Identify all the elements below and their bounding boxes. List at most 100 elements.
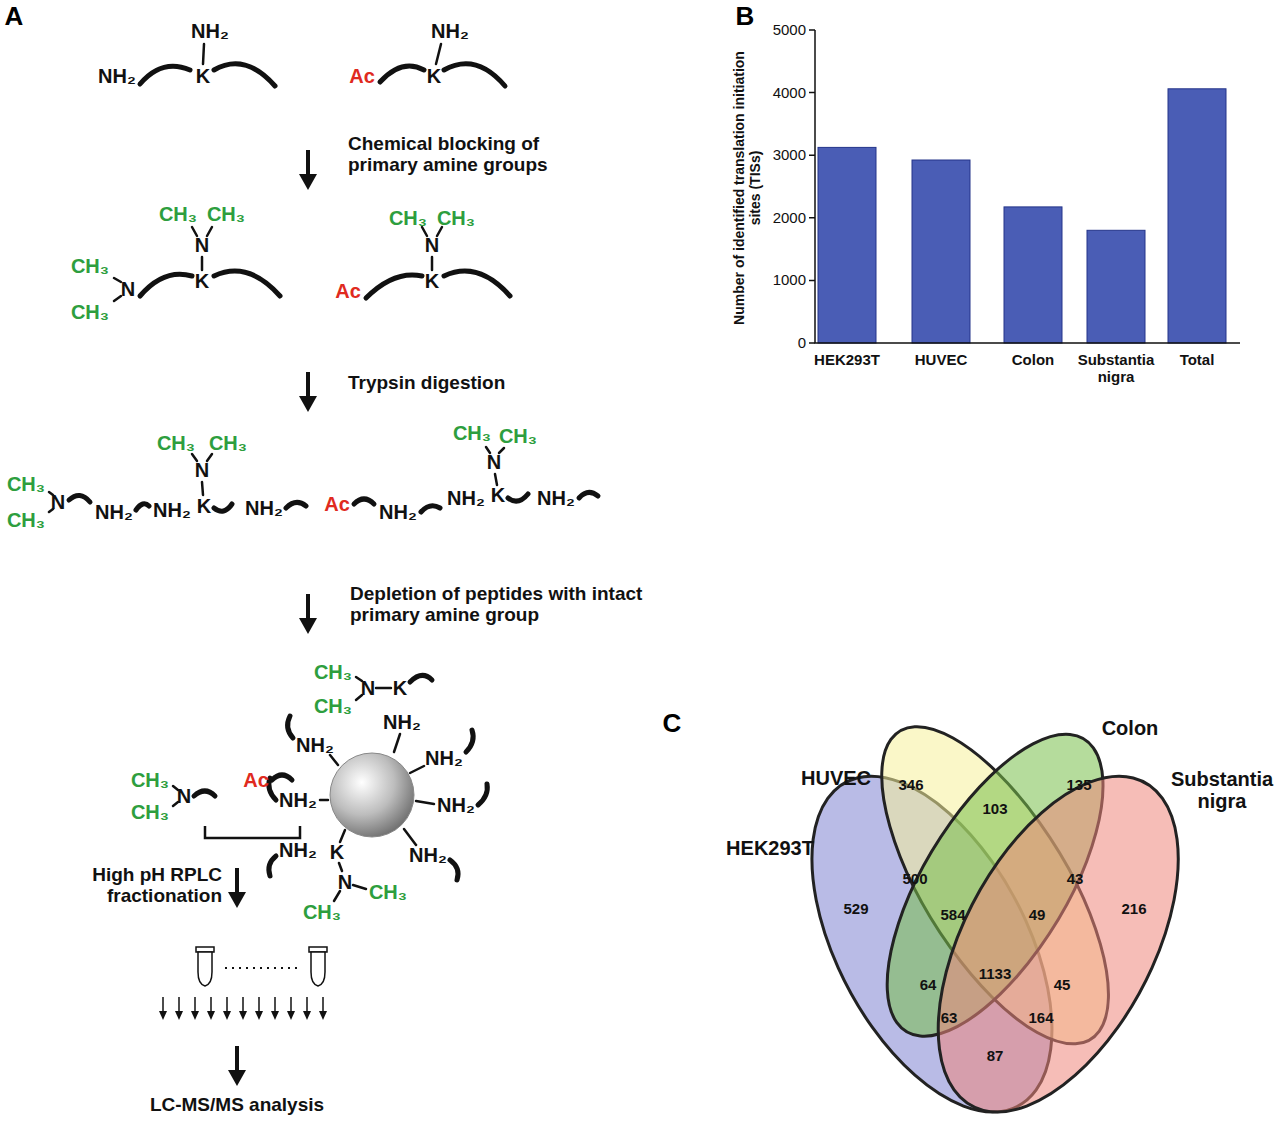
- fraction-arrow: [194, 997, 196, 1012]
- venn-count: 164: [1028, 1010, 1053, 1027]
- methyl-label: CH₃: [314, 661, 352, 683]
- fraction-arrow: [319, 1011, 327, 1020]
- tick-label: 1000: [773, 272, 806, 289]
- fraction-arrow: [287, 1011, 295, 1020]
- venn-count: 346: [898, 777, 923, 794]
- set-name: Substantia nigra: [1167, 768, 1277, 813]
- atom-label: N: [195, 234, 209, 256]
- atom-label: K: [195, 270, 209, 292]
- atom-label: NH₂: [537, 487, 575, 509]
- peptide-strand: [354, 499, 374, 504]
- methyl-label: CH₃: [303, 901, 341, 923]
- atom-label: NH₂: [379, 501, 417, 523]
- chart-axis: [815, 30, 1240, 343]
- methyl-label: CH₃: [209, 432, 247, 454]
- process-arrow: [228, 150, 317, 1086]
- tick-label: 5000: [773, 22, 806, 39]
- peptide-strand: [508, 494, 528, 501]
- venn-count: 584: [940, 907, 965, 924]
- fraction-arrow: [207, 1011, 215, 1020]
- methyl-label: CH₃: [71, 255, 109, 277]
- peptide-strand: [366, 275, 422, 298]
- fraction-arrow: [175, 1011, 183, 1020]
- venn-count: 103: [982, 801, 1007, 818]
- step-label: LC-MS/MS analysis: [150, 1094, 324, 1115]
- atom-label: NH₂: [191, 20, 229, 42]
- methyl-label: CH₃: [7, 509, 45, 531]
- fraction-tube: [196, 947, 327, 986]
- chemical-bond: [202, 482, 203, 495]
- atom-label: K: [427, 65, 441, 87]
- fraction-arrow: [242, 997, 244, 1012]
- fraction-arrow: [258, 997, 260, 1012]
- atom-label: N: [338, 871, 352, 893]
- resin-bead: [330, 753, 414, 837]
- fraction-arrow: [223, 1011, 231, 1020]
- peptide-strand: [140, 66, 190, 84]
- peptide-strand: [444, 64, 505, 86]
- fraction-tube: [311, 952, 325, 986]
- venn-count: 529: [843, 901, 868, 918]
- fraction-arrow: [306, 997, 308, 1012]
- atom-label: NH₂: [153, 499, 191, 521]
- fraction-tube: [309, 947, 327, 986]
- fraction-arrow: [255, 1011, 263, 1020]
- chemical-bond: [201, 257, 204, 270]
- fraction-arrow: [159, 997, 327, 1020]
- methyl-label: CH₃: [499, 425, 537, 447]
- category-label: HUVEC: [915, 352, 968, 369]
- venn-count: 64: [920, 977, 937, 994]
- peptide-strand: [380, 66, 424, 82]
- atom-label: NH₂: [279, 839, 317, 861]
- methyl-label: CH₃: [7, 473, 45, 495]
- methyl-label: CH₃: [157, 432, 195, 454]
- atom-label: K: [491, 484, 505, 506]
- fraction-arrow: [210, 997, 212, 1012]
- peptide-strand: [450, 860, 458, 880]
- atom-label: NH₂: [98, 65, 136, 87]
- chemical-bond: [320, 799, 328, 802]
- acetyl-label: Ac: [324, 493, 350, 515]
- atom-label: NH₂: [409, 844, 447, 866]
- venn-count: 216: [1121, 901, 1146, 918]
- axis-title: Number of identified translation initiat…: [732, 38, 763, 338]
- peptide-strand: [444, 271, 510, 296]
- process-arrow: [306, 594, 310, 620]
- methyl-label: CH₃: [437, 207, 475, 229]
- venn-count: 45: [1054, 977, 1071, 994]
- atom-label: NH₂: [425, 747, 463, 769]
- fraction-arrow: [290, 997, 292, 1012]
- atom-label: K: [330, 841, 344, 863]
- methyl-label: CH₃: [314, 695, 352, 717]
- step-label: Depletion of peptides with intact primar…: [350, 583, 650, 626]
- category-label: Colon: [1012, 352, 1055, 369]
- atom-label: K: [197, 495, 211, 517]
- atom-label: NH₂: [245, 497, 283, 519]
- tick-label: 3000: [773, 147, 806, 164]
- chemical-bond: [404, 829, 416, 845]
- panel-letter: C: [663, 709, 682, 738]
- tick-label: 0: [798, 335, 806, 352]
- methyl-label: CH₃: [453, 422, 491, 444]
- process-arrow: [235, 868, 239, 894]
- peptide-strand: [478, 784, 487, 805]
- fraction-arrow: [162, 997, 164, 1012]
- chemical-bond: [394, 734, 400, 752]
- fraction-arrow: [271, 1011, 279, 1020]
- bar: [1087, 230, 1145, 343]
- chemical-bond: [431, 257, 434, 270]
- tick-label: 2000: [773, 209, 806, 226]
- category-label: Total: [1180, 352, 1215, 369]
- acetyl-label: Ac: [349, 65, 375, 87]
- acetyl-label: Ac: [335, 280, 361, 302]
- chemical-bond: [353, 885, 366, 889]
- venn-count: 87: [987, 1048, 1004, 1065]
- acetyl-label: Ac: [243, 769, 269, 791]
- chemical-bond: [340, 830, 345, 842]
- fraction-dots: [225, 967, 298, 969]
- atom-label: N: [487, 451, 501, 473]
- step-label: Chemical blocking of primary amine group…: [348, 133, 593, 176]
- peptide-strand: [421, 506, 440, 512]
- bar: [912, 160, 970, 343]
